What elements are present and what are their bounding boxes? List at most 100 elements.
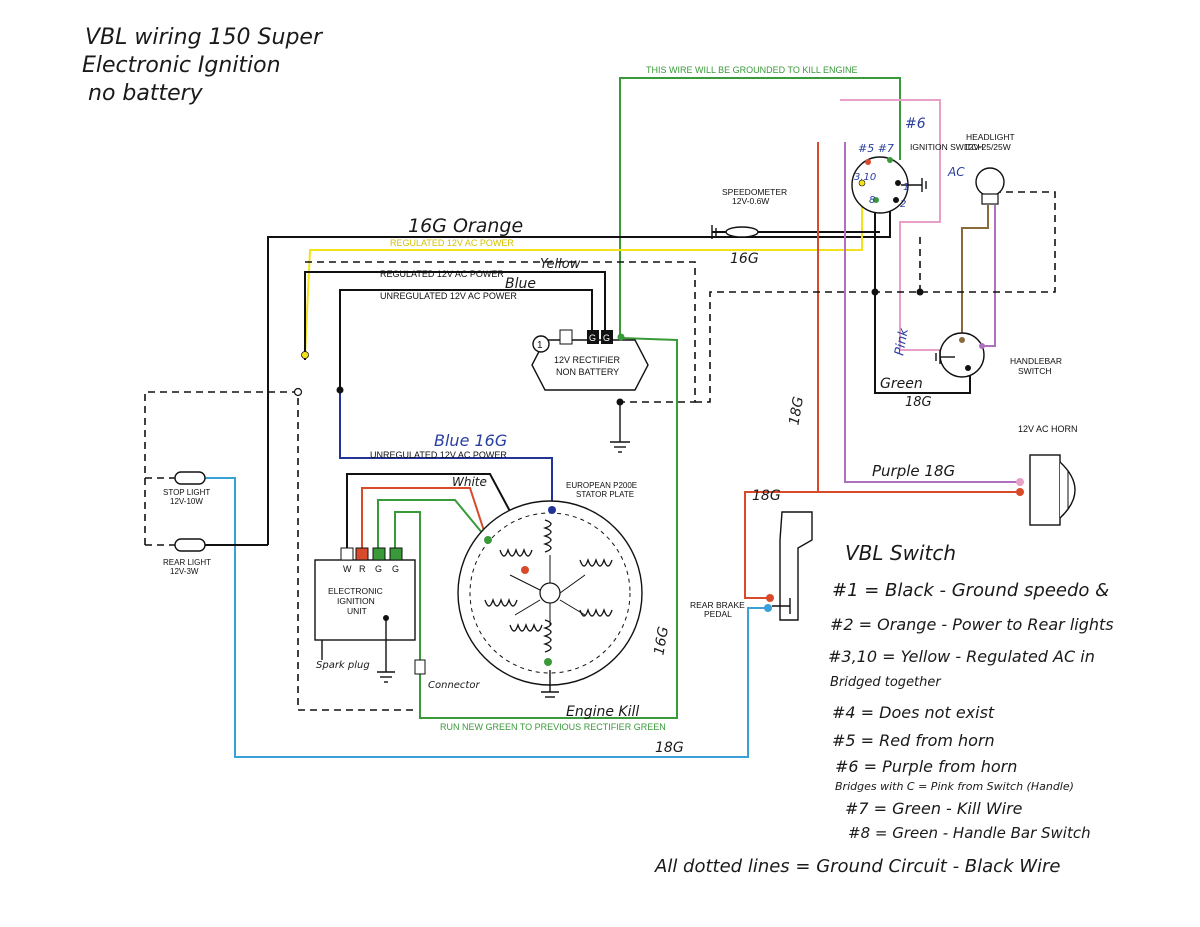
eiu-line-1: ELECTRONIC <box>328 586 383 596</box>
ign-terminal-7 <box>887 157 893 163</box>
stator-green-terminal <box>484 536 492 544</box>
white-wire <box>346 473 513 550</box>
rear-light-label: REAR LIGHT <box>163 558 211 567</box>
title-line-1: VBL wiring 150 Super <box>85 25 324 50</box>
headlight-label: HEADLIGHT <box>966 132 1015 142</box>
n6-note: #6 <box>905 116 926 132</box>
green-wire-eiu-1 <box>377 499 489 550</box>
vbl-note-2: #2 = Orange - Power to Rear lights <box>830 615 1114 634</box>
n5-7-note: #5 #7 <box>858 142 894 155</box>
eiu-pin-g2 <box>389 547 403 561</box>
ignition-ground-symbol <box>901 178 927 192</box>
vbl-note-4: Bridged together <box>830 675 942 690</box>
stator-green-terminal-2 <box>544 658 552 666</box>
n1-note: 1 <box>903 182 909 193</box>
green-handlebar-wire <box>874 210 971 394</box>
eiu-pin-r <box>355 547 369 561</box>
rectifier-g2: G <box>603 333 610 343</box>
vbl-note-3: #3,10 = Yellow - Regulated AC in <box>828 647 1095 666</box>
ground-dashed-3 <box>695 191 1056 403</box>
kill-wire-label: THIS WIRE WILL BE GROUNDED TO KILL ENGIN… <box>646 65 858 75</box>
brake-terminal-blue <box>764 604 772 612</box>
junction-dot-5 <box>871 288 879 296</box>
pink-wire <box>840 99 958 351</box>
handlebar-terminal-black <box>965 365 971 371</box>
handlebar-label-1: HANDLEBAR <box>1010 356 1062 366</box>
brake-terminal-red <box>766 594 774 602</box>
stop-light-spec: 12V-10W <box>170 497 203 506</box>
eiu-pin-label-w: W <box>343 564 352 574</box>
regulated-12v-wire <box>304 271 606 360</box>
unregulated-label: UNREGULATED 12V AC POWER <box>380 291 517 301</box>
rectifier-box <box>531 339 649 391</box>
run-new-green-label: RUN NEW GREEN TO PREVIOUS RECTIFIER GREE… <box>440 722 666 732</box>
engine-kill-note: Engine Kill <box>566 704 639 720</box>
n2-note: 2 <box>900 199 906 210</box>
rectifier-pin-g1 <box>587 330 599 344</box>
green-kill-wire <box>619 77 901 335</box>
rectifier-pin-g2 <box>601 330 613 344</box>
horn-terminal-red <box>1016 488 1024 496</box>
eiu-line-2: IGNITION <box>337 596 375 606</box>
ac-note: AC <box>947 165 965 179</box>
vbl-footer: All dotted lines = Ground Circuit - Blac… <box>654 856 1061 877</box>
g18-green-note: 18G <box>905 395 932 410</box>
rectifier-green-terminal <box>617 333 625 341</box>
horn-terminal-pink <box>1016 478 1024 486</box>
g18-bottom-note: 18G <box>655 740 684 756</box>
yellow-regulated-wire <box>304 190 863 356</box>
vbl-note-8: Bridges with C = Pink from Switch (Handl… <box>835 780 1074 793</box>
white-note: White <box>452 475 487 489</box>
brown-headlight-wire <box>961 205 989 340</box>
junction-dot-1 <box>293 387 303 397</box>
green-note: Green <box>880 376 923 392</box>
ign-terminal-1 <box>895 180 901 186</box>
ign-terminal-8 <box>873 197 879 203</box>
blue-16g-wire <box>339 390 553 510</box>
regulated-label: REGULATED 12V AC POWER <box>380 269 504 279</box>
brake-label-2: PEDAL <box>704 609 732 619</box>
orange-16g-note: 16G Orange <box>408 215 523 237</box>
eiu-pin-w <box>340 547 354 561</box>
rectifier-line-2: NON BATTERY <box>556 367 619 377</box>
orange-16g-wire <box>267 210 891 545</box>
stop-light-label: STOP LIGHT <box>163 488 210 497</box>
ign-terminal-2 <box>893 197 899 203</box>
speedometer-spec: 12V-0.6W <box>732 196 769 206</box>
eiu-pin-g1 <box>372 547 386 561</box>
junction-dot-6 <box>916 288 924 296</box>
eiu-ground-dot <box>383 615 389 621</box>
junction-dot-2 <box>336 386 344 394</box>
rectifier-num-circle <box>532 335 550 353</box>
eiu-pin-label-r: R <box>359 564 366 574</box>
eiu-pin-label-g2: G <box>392 564 399 574</box>
stator-red-terminal <box>521 566 529 574</box>
rectifier-num: 1 <box>537 340 543 351</box>
ground-dashed-2 <box>305 261 696 403</box>
vbl-note-6: #5 = Red from horn <box>832 731 995 750</box>
pink-note: Pink <box>892 327 912 357</box>
connector-symbol <box>414 659 426 675</box>
eiu-ground-symbol <box>377 618 395 683</box>
rear-light-bulb <box>174 538 206 552</box>
rectifier-ground-symbol <box>610 402 630 453</box>
headlight-spec: 12V-25/25W <box>964 142 1011 152</box>
blue-note: Blue <box>505 276 536 292</box>
connector-note: Connector <box>428 680 480 691</box>
rectifier-pin-ground <box>559 329 573 345</box>
horn-label: 12V AC HORN <box>1018 424 1078 434</box>
red-brake-wire <box>744 491 1020 599</box>
eiu-pin-label-g1: G <box>375 564 382 574</box>
unregulated-12v-wire <box>339 289 593 390</box>
g18-brake-note: 18G <box>752 488 781 504</box>
speedometer-label: SPEEDOMETER <box>722 187 787 197</box>
n3-10-note: 3,10 <box>854 172 876 183</box>
stator-label-2: STATOR PLATE <box>576 490 634 499</box>
brake-ground-symbol <box>772 598 791 614</box>
vbl-switch-heading: VBL Switch <box>845 541 956 565</box>
ign-terminal-3 <box>858 179 866 187</box>
brake-pedal <box>779 511 813 621</box>
stator-plate <box>457 500 643 698</box>
unregulated-label-2: UNREGULATED 12V AC POWER <box>370 450 507 460</box>
